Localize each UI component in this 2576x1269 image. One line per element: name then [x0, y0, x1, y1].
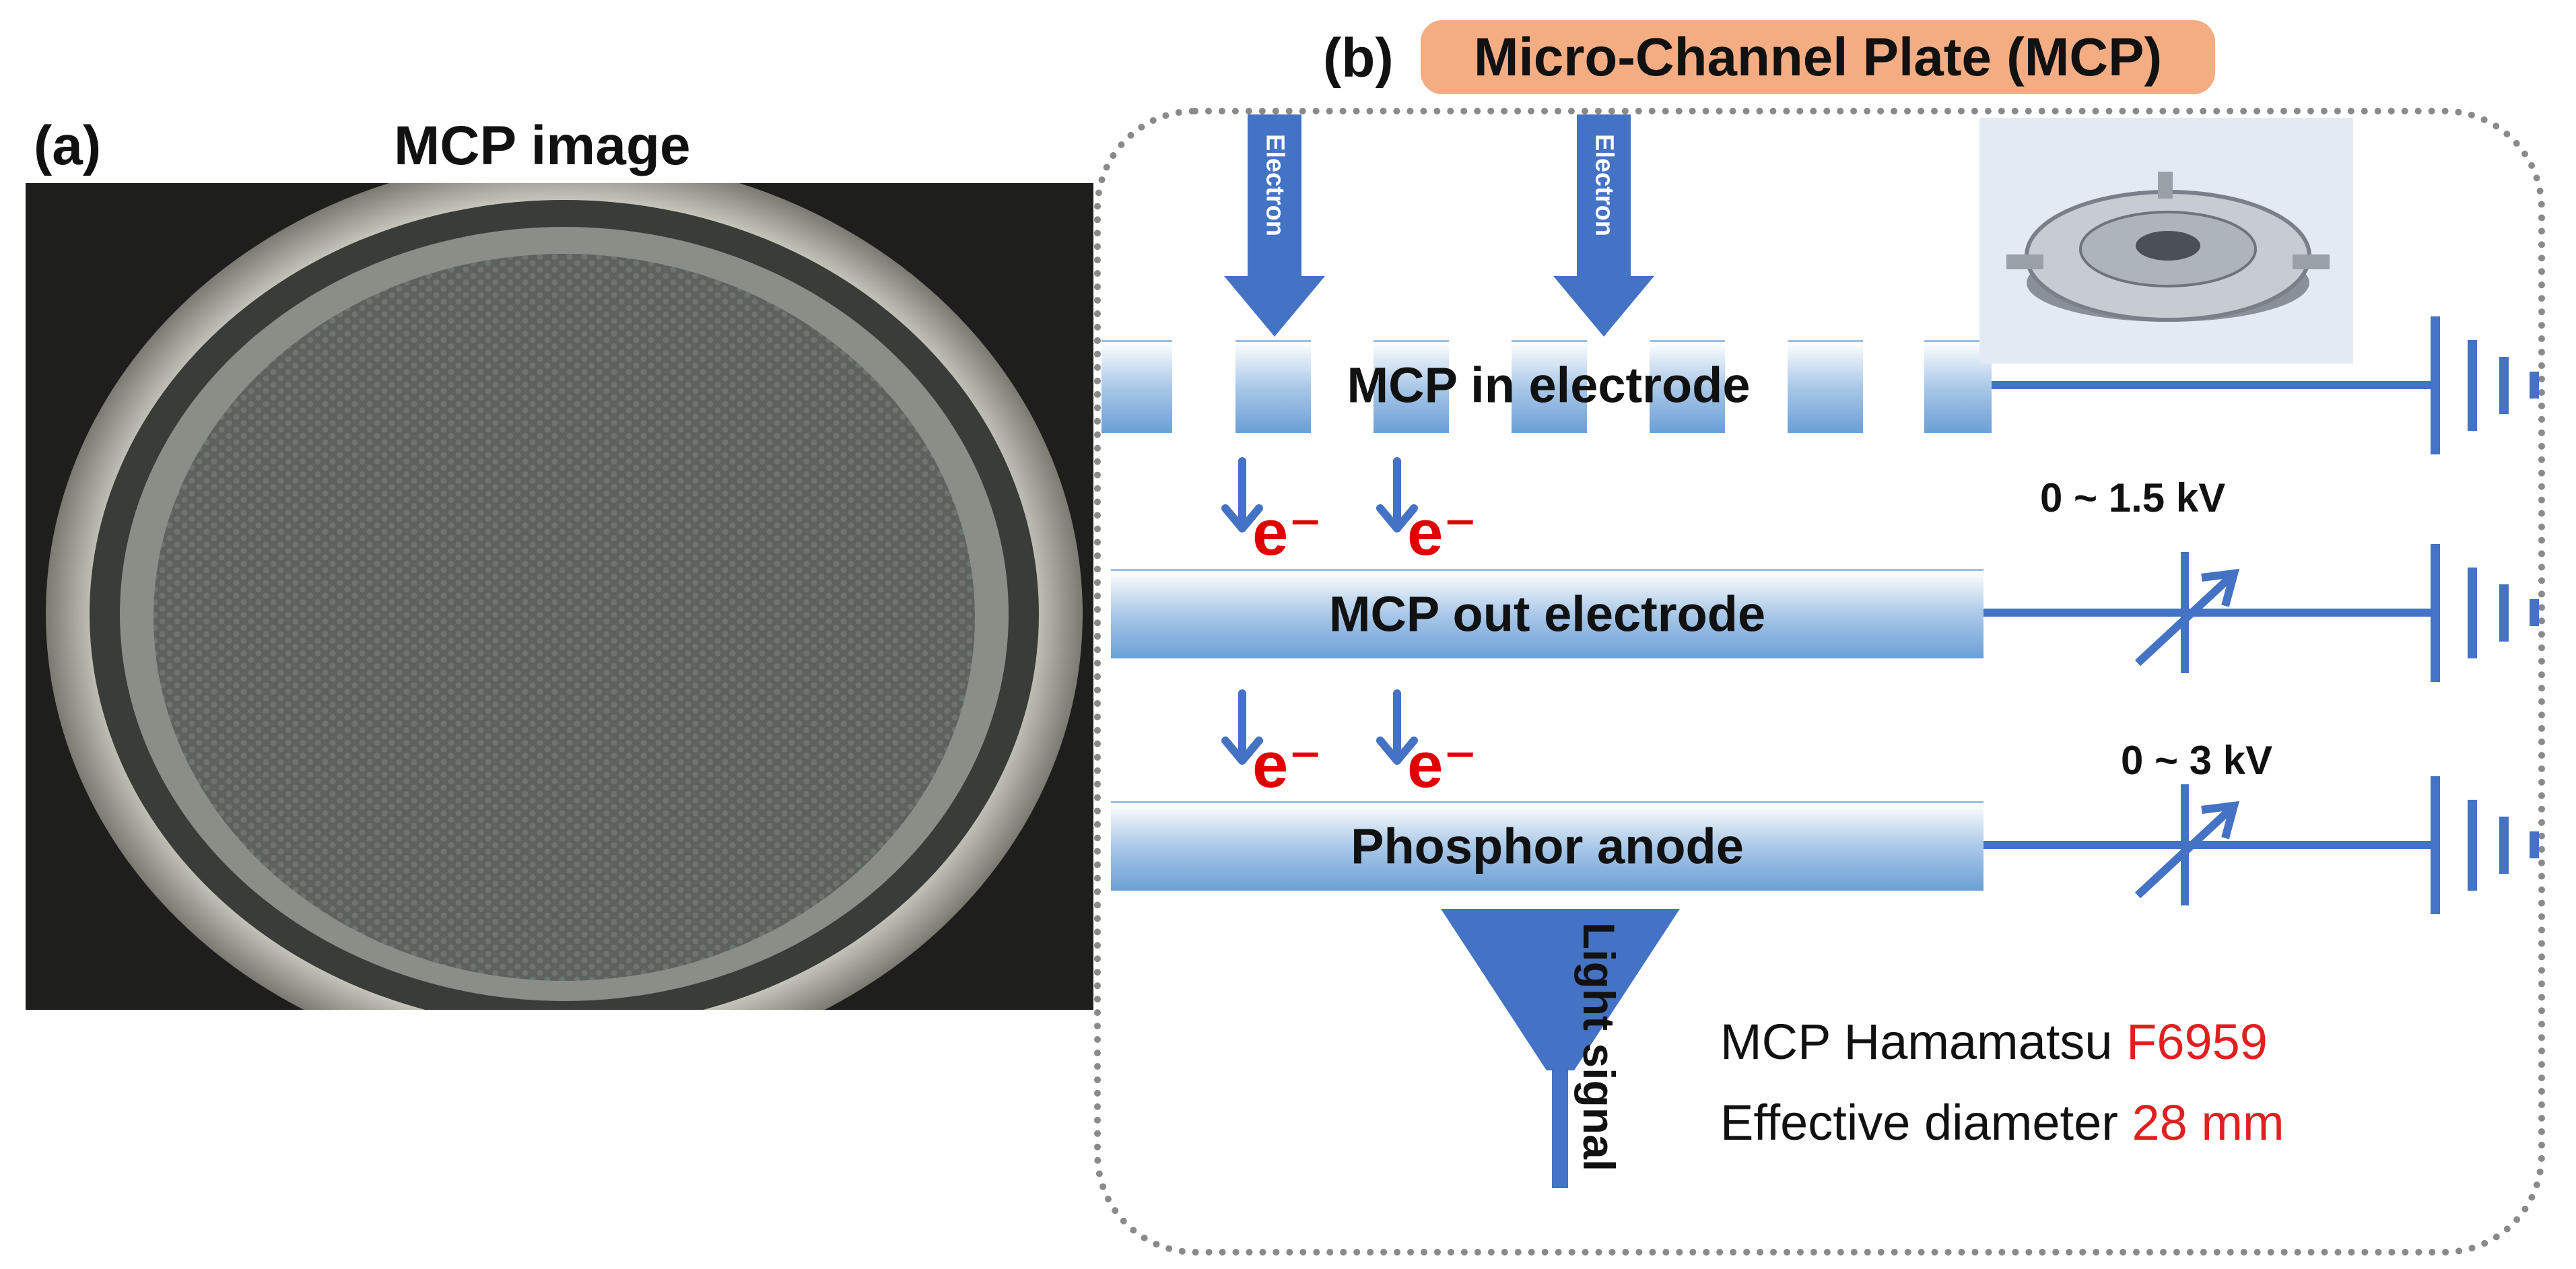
electron-arrow-label-left: Electron — [1260, 133, 1289, 237]
electron-flow-arrow — [1221, 689, 1263, 765]
electron-flow-arrow — [1376, 457, 1418, 533]
electron-symbol: e⁻ — [1252, 497, 1323, 569]
electron-arrow-left — [1224, 114, 1325, 337]
electron-arrow-right — [1553, 114, 1654, 337]
electron-flow-arrow — [1221, 457, 1263, 533]
electron-symbol: e⁻ — [1252, 729, 1323, 801]
mcp-out-electrode-label: MCP out electrode — [1328, 586, 1766, 642]
mcp-in-electrode-segment — [1650, 340, 1725, 433]
mcp-in-electrode-segment — [1512, 340, 1587, 433]
variable-capacitor-arrow — [2134, 804, 2235, 899]
light-signal-line — [1552, 1067, 1568, 1188]
mcp-model-prefix: MCP Hamamatsu — [1720, 1014, 2127, 1070]
electron-flow-arrow — [1376, 689, 1418, 765]
mcp-in-electrode-segment — [1788, 340, 1863, 433]
mcp-out-electrode — [1111, 569, 1984, 658]
voltage-label-anode: 0 ~ 3 kV — [2121, 738, 2273, 783]
panel-a-label: (a) — [34, 115, 102, 176]
mcp-in-electrode-segment — [1235, 340, 1311, 433]
mcp-model-line: MCP Hamamatsu F6959 — [1720, 1013, 2268, 1070]
effective-diameter-value: 28 mm — [2132, 1095, 2284, 1151]
voltage-label-out: 0 ~ 1.5 kV — [2040, 475, 2226, 520]
channel-plate — [154, 254, 975, 981]
mcp-photo — [26, 183, 1093, 1010]
mcp-model-number: F6959 — [2126, 1014, 2268, 1070]
ground-symbol — [2431, 776, 2539, 914]
effective-diameter-line: Effective diameter 28 mm — [1720, 1094, 2284, 1151]
ground-symbol — [2431, 316, 2539, 454]
diagram-frame — [1094, 108, 2545, 1256]
mcp-in-electrode-segment — [1101, 340, 1172, 433]
light-signal-funnel — [1441, 909, 1680, 1070]
mcp-image-title: MCP image — [394, 115, 691, 176]
ground-symbol — [2431, 544, 2539, 682]
variable-capacitor-arrowhead — [2201, 568, 2240, 607]
light-signal-label: Light signal — [1574, 922, 1624, 1172]
electron-symbol: e⁻ — [1407, 497, 1478, 569]
electron-symbol: e⁻ — [1407, 729, 1478, 801]
effective-diameter-prefix: Effective diameter — [1720, 1095, 2132, 1151]
electron-arrow-label-right: Electron — [1590, 133, 1619, 237]
phosphor-anode-label: Phosphor anode — [1351, 818, 1744, 874]
mcp-in-electrode-label: MCP in electrode — [1347, 357, 1751, 413]
panel-b-label: (b) — [1323, 28, 1394, 89]
variable-capacitor-arrow — [2134, 572, 2235, 666]
panel-b-title: Micro-Channel Plate (MCP) — [1421, 20, 2215, 94]
mcp-assembly-photo — [1979, 118, 2353, 364]
phosphor-anode — [1111, 801, 1984, 891]
variable-capacitor-arrowhead — [2201, 800, 2240, 839]
mcp-in-electrode-segment — [1374, 340, 1449, 433]
